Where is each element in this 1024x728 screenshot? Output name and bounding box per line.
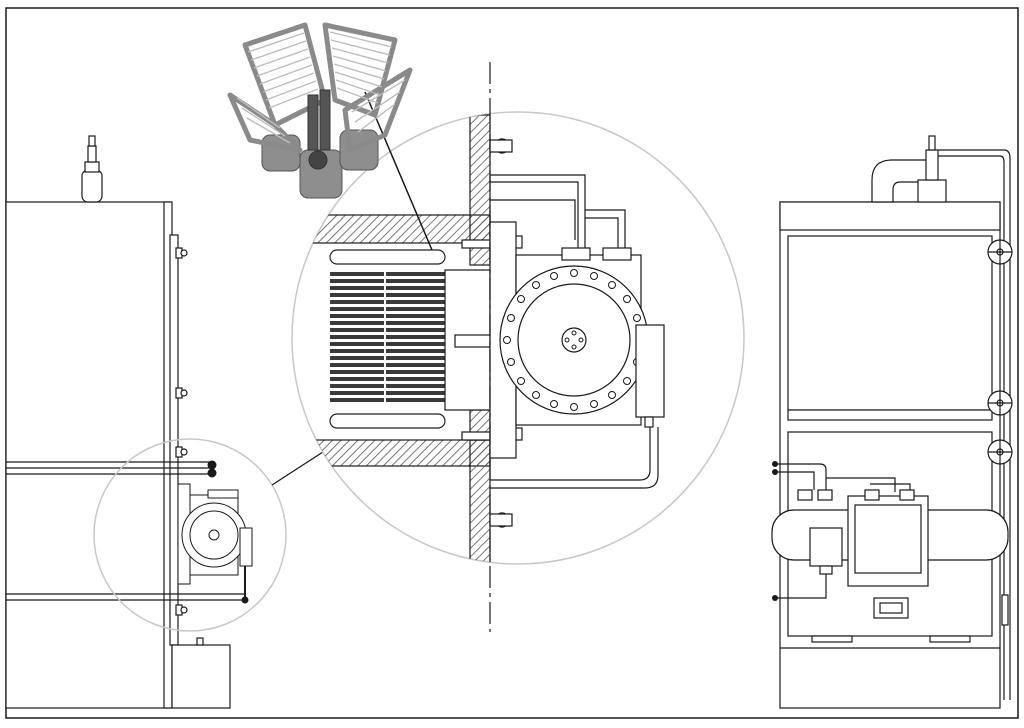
left-elevation-view [5, 135, 245, 709]
bottom-box [171, 644, 231, 709]
handwheel-icon [987, 439, 1013, 465]
right-piping [776, 463, 911, 599]
coil-tubes [329, 249, 446, 429]
right-vertical-pipe [938, 149, 1011, 700]
mount-bolt-bottom-icon [489, 512, 513, 528]
top-elbow-pipe [871, 135, 947, 203]
junction-box [635, 324, 665, 418]
handwheel-icon [987, 239, 1013, 265]
top-pipes [490, 174, 632, 261]
coil-3d-render [227, 22, 413, 199]
detail-magnifier [291, 62, 745, 632]
bottom-pipe [490, 427, 659, 489]
side-bolts [175, 247, 188, 616]
handwheel-icon [987, 390, 1013, 416]
detail-source-circle [93, 438, 287, 632]
coil-stack [330, 272, 445, 402]
mount-bolt-top-icon [489, 138, 513, 154]
right-elevation-view [771, 135, 1013, 709]
upper-panel [787, 235, 993, 411]
control-box [809, 527, 843, 567]
top-valve-icon [81, 135, 103, 203]
tank-body [5, 201, 171, 709]
left-pipes [6, 461, 245, 601]
